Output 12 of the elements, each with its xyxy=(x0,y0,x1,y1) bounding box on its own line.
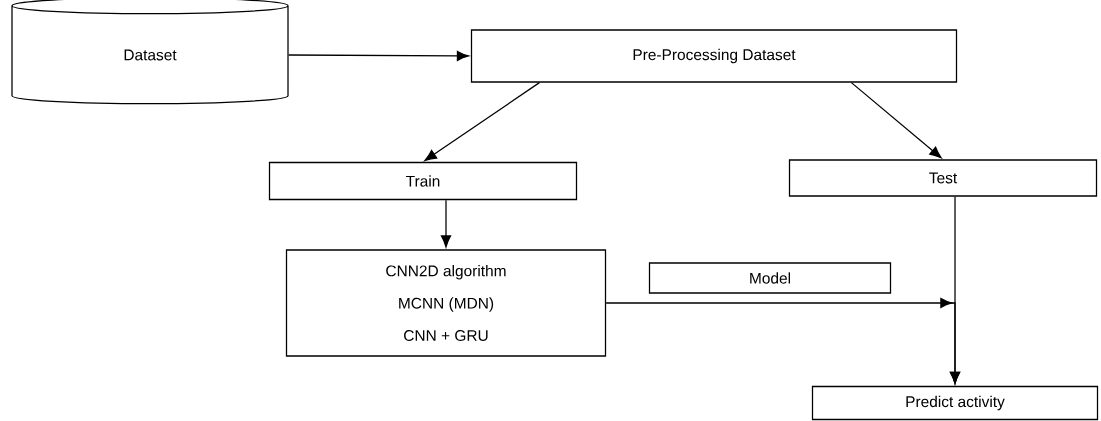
process-box: Train xyxy=(268,161,578,201)
process-box: Predict activity xyxy=(811,385,1099,421)
process-box: Pre-Processing Dataset xyxy=(470,29,958,83)
process-box: Test xyxy=(788,159,1098,197)
database-cylinder: Dataset xyxy=(11,0,289,105)
arrow xyxy=(424,82,541,162)
arrow xyxy=(850,82,942,159)
process-box: CNN2D algorithm MCNN (MDN) CNN + GRU xyxy=(285,249,607,357)
arrow xyxy=(288,50,470,62)
arrow xyxy=(605,297,961,385)
arrow xyxy=(440,199,452,248)
process-box: Model xyxy=(648,262,892,294)
